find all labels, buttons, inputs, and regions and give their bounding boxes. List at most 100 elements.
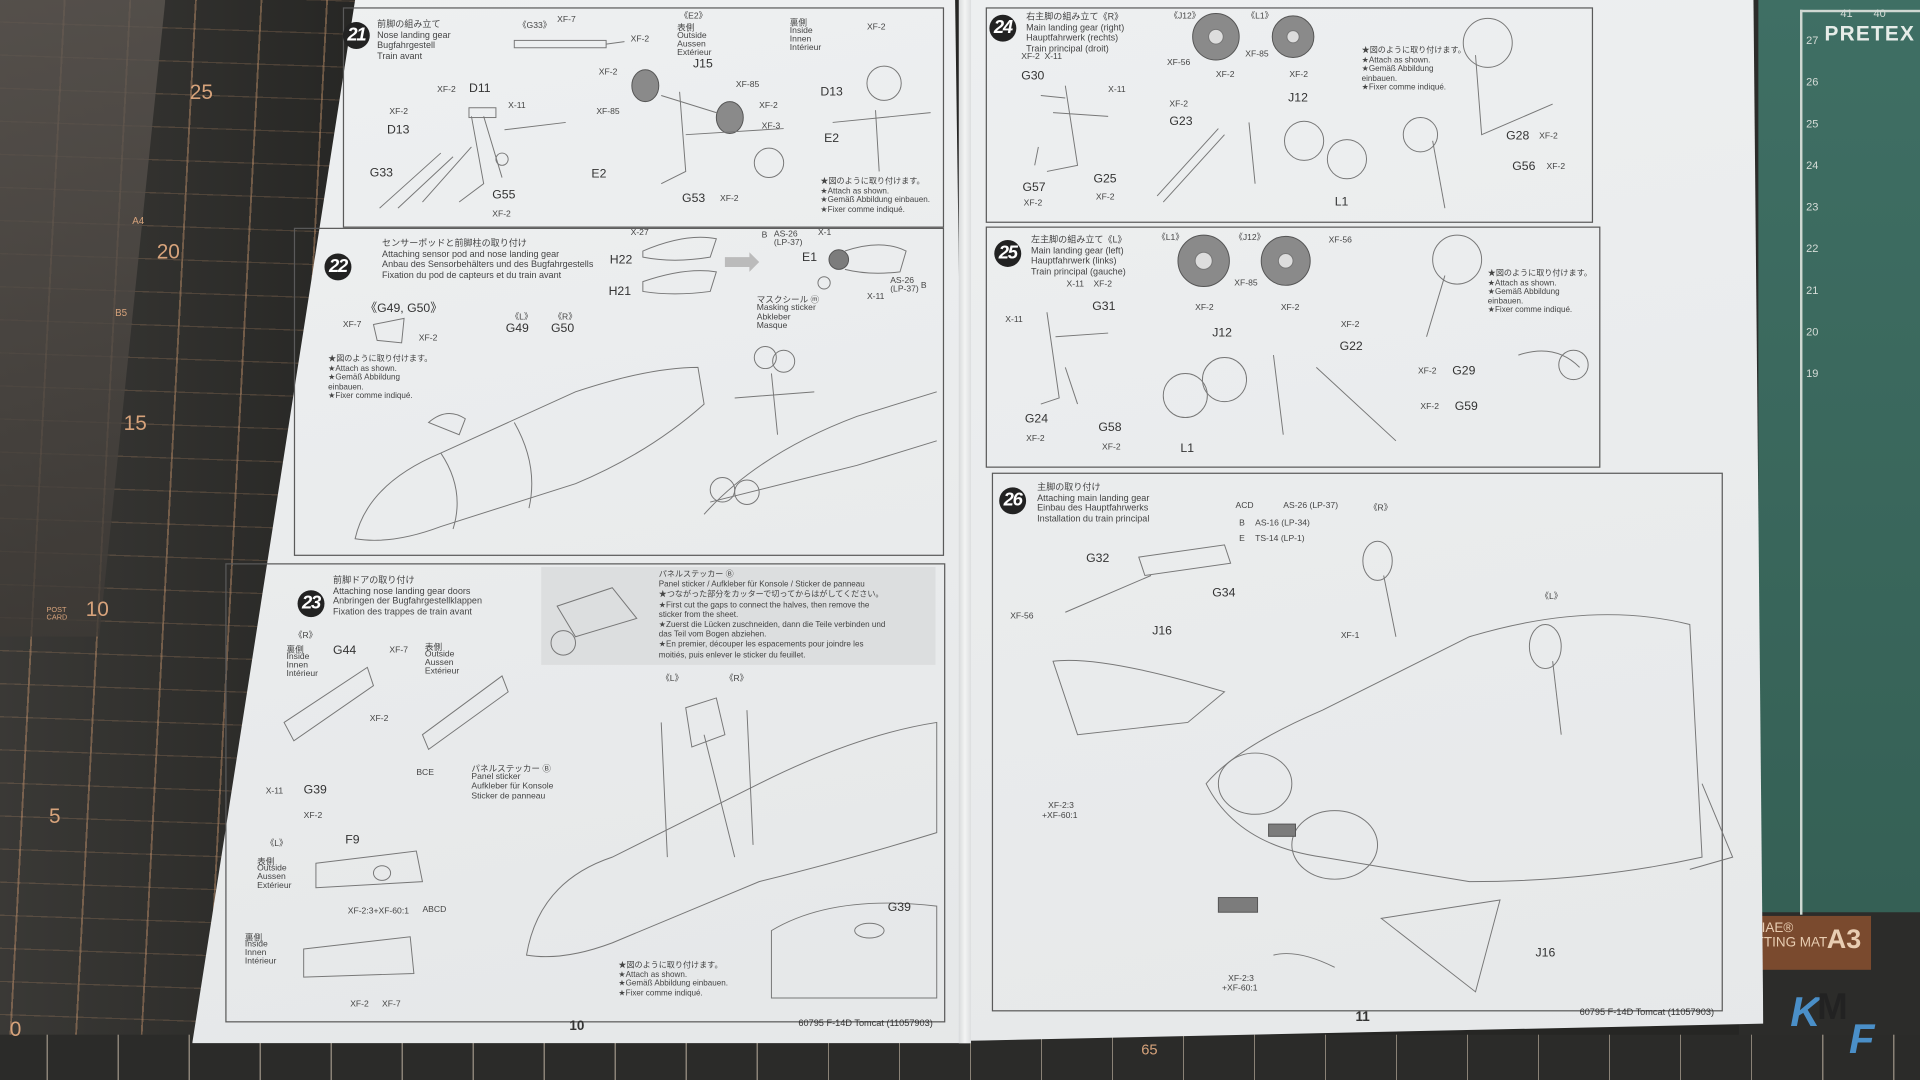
step-number-badge: 22 (324, 253, 352, 281)
part-label: G39 (887, 901, 911, 915)
part-label: AS-26 (773, 230, 798, 239)
part-label: G53 (682, 192, 706, 206)
part-label: XF-85 (1234, 279, 1258, 288)
part-label: XF-2:3 (1228, 974, 1254, 984)
part-label: 《J12》 (1234, 233, 1266, 243)
instruction-note: ★Gemäß Abbildung (1361, 65, 1434, 74)
part-label: Outside (677, 31, 707, 41)
green-mat-number: 25 (1806, 117, 1819, 130)
green-mat-number: 26 (1806, 75, 1819, 89)
green-mat-number: 41 (1840, 7, 1853, 20)
step-22-panel (293, 227, 945, 556)
part-label: 表側 (677, 24, 695, 34)
part-label: マスクシール ⓜ (756, 296, 820, 305)
part-label: 《R》 (724, 674, 749, 684)
sticker-instruction: ★First cut the gaps to connect the halve… (658, 600, 870, 610)
part-label: Innen (789, 35, 812, 45)
part-label: X-1 (817, 228, 832, 238)
part-label: XF-2:3+XF-60:1 (347, 907, 409, 916)
step-title-fr: Fixation des trappes de train avant (333, 605, 472, 617)
step-title-fr: Train avant (377, 49, 423, 61)
part-label: Sticker de panneau (471, 792, 546, 801)
green-mat-number: 27 (1806, 34, 1819, 47)
instruction-note: einbauen. (1487, 297, 1524, 306)
ruler-number: 10 (85, 597, 109, 621)
green-mat-border (1800, 9, 1920, 915)
part-label: E1 (802, 251, 818, 265)
step-title-jp: 右主脚の組み立て《R》 (1026, 11, 1124, 23)
instruction-note: einbauen. (1361, 74, 1398, 84)
part-label: XF-2 (1195, 303, 1214, 313)
step-21-panel (342, 7, 945, 228)
part-label: XF-2 (1021, 52, 1040, 62)
part-label: XF-2 (1023, 199, 1043, 209)
part-label: L1 (1180, 442, 1195, 456)
part-label: Innen (286, 661, 308, 670)
part-label: F9 (345, 833, 360, 848)
part-label: Masking sticker (756, 303, 816, 313)
part-label: パネルステッカー Ⓑ (471, 765, 551, 774)
green-mat-number: 21 (1806, 284, 1819, 297)
instruction-note: ★図のように取り付けます。 (328, 355, 433, 364)
part-label: J12 (1212, 326, 1232, 341)
part-label: J15 (693, 57, 713, 72)
instruction-note: ★Gemäß Abbildung (1487, 287, 1560, 297)
instruction-note: ★Attach as shown. (820, 186, 890, 196)
sticker-instruction: moitiés, puis enlever le sticker du feui… (658, 650, 806, 660)
part-label: 《E2》 (679, 12, 708, 21)
part-label: AS-16 (LP-34) (1255, 519, 1310, 528)
part-label: 《L1》 (1246, 12, 1274, 21)
part-label: XF-2 (369, 715, 389, 724)
part-label: XF-3 (761, 122, 781, 132)
step-title-fr: Installation du train principal (1037, 512, 1150, 524)
sticker-instruction: ★Zuerst die Lücken zuschneiden, dann die… (658, 620, 886, 630)
step-title-de: Hauptfahrwerk (links) (1031, 254, 1117, 266)
step-title-de: Einbau des Hauptfahrwerks (1037, 502, 1149, 514)
instruction-note: ★Attach as shown. (328, 364, 397, 373)
step-title-jp: 左主脚の組み立て《L》 (1031, 233, 1127, 245)
part-label: Inside (244, 940, 268, 949)
instruction-note: ★Gemäß Abbildung einbauen. (618, 979, 728, 989)
instruction-note: ★Attach as shown. (618, 970, 688, 980)
part-label: Outside (257, 864, 287, 874)
part-label: Aussen (257, 873, 286, 882)
part-label: ACD (1235, 502, 1254, 511)
green-mat-number: 24 (1806, 159, 1819, 172)
part-label: XF-2 (492, 210, 511, 220)
step-title-en: Main landing gear (left) (1031, 244, 1124, 256)
page-gutter (958, 0, 972, 1044)
step-24-panel (985, 7, 1594, 223)
part-label: B (920, 281, 927, 291)
part-label: XF-2:3 (1048, 802, 1074, 811)
part-label: E (1239, 535, 1245, 544)
part-label: 《L》 (661, 674, 684, 684)
instruction-note: ★Gemäß Abbildung einbauen. (820, 196, 931, 205)
part-label: X-11 (1005, 315, 1023, 325)
step-title-en: Attaching nose landing gear doors (333, 584, 471, 596)
part-label: Extérieur (257, 881, 292, 891)
part-label: XF-56 (1328, 236, 1352, 245)
part-label: BCE (416, 768, 434, 778)
part-label: G44 (333, 644, 357, 658)
page-number-left: 10 (569, 1018, 585, 1034)
part-label: XF-2 (1420, 402, 1439, 412)
part-label: +XF-60:1 (1222, 984, 1258, 994)
part-label: AS-26 (890, 276, 915, 286)
part-label: G50 (551, 322, 575, 336)
part-label: G24 (1024, 412, 1049, 427)
part-label: (LP-37) (773, 238, 803, 248)
part-label: D11 (468, 82, 491, 96)
part-label: XF-2 (1289, 71, 1308, 80)
instruction-note: ★図のように取り付けます。 (1487, 269, 1592, 278)
part-label: XF-7 (342, 320, 362, 330)
green-mat-number: 20 (1806, 325, 1819, 338)
part-label: Aussen (677, 40, 706, 49)
part-label: XF-2 (437, 85, 456, 95)
part-label: XF-2 (720, 194, 739, 204)
part-label: XF-2 (1093, 280, 1113, 289)
part-label: G49 (505, 322, 529, 336)
part-label: G34 (1212, 586, 1236, 601)
instruction-note: ★図のように取り付けます。 (820, 177, 925, 187)
part-label: XF-2 (1539, 132, 1558, 141)
